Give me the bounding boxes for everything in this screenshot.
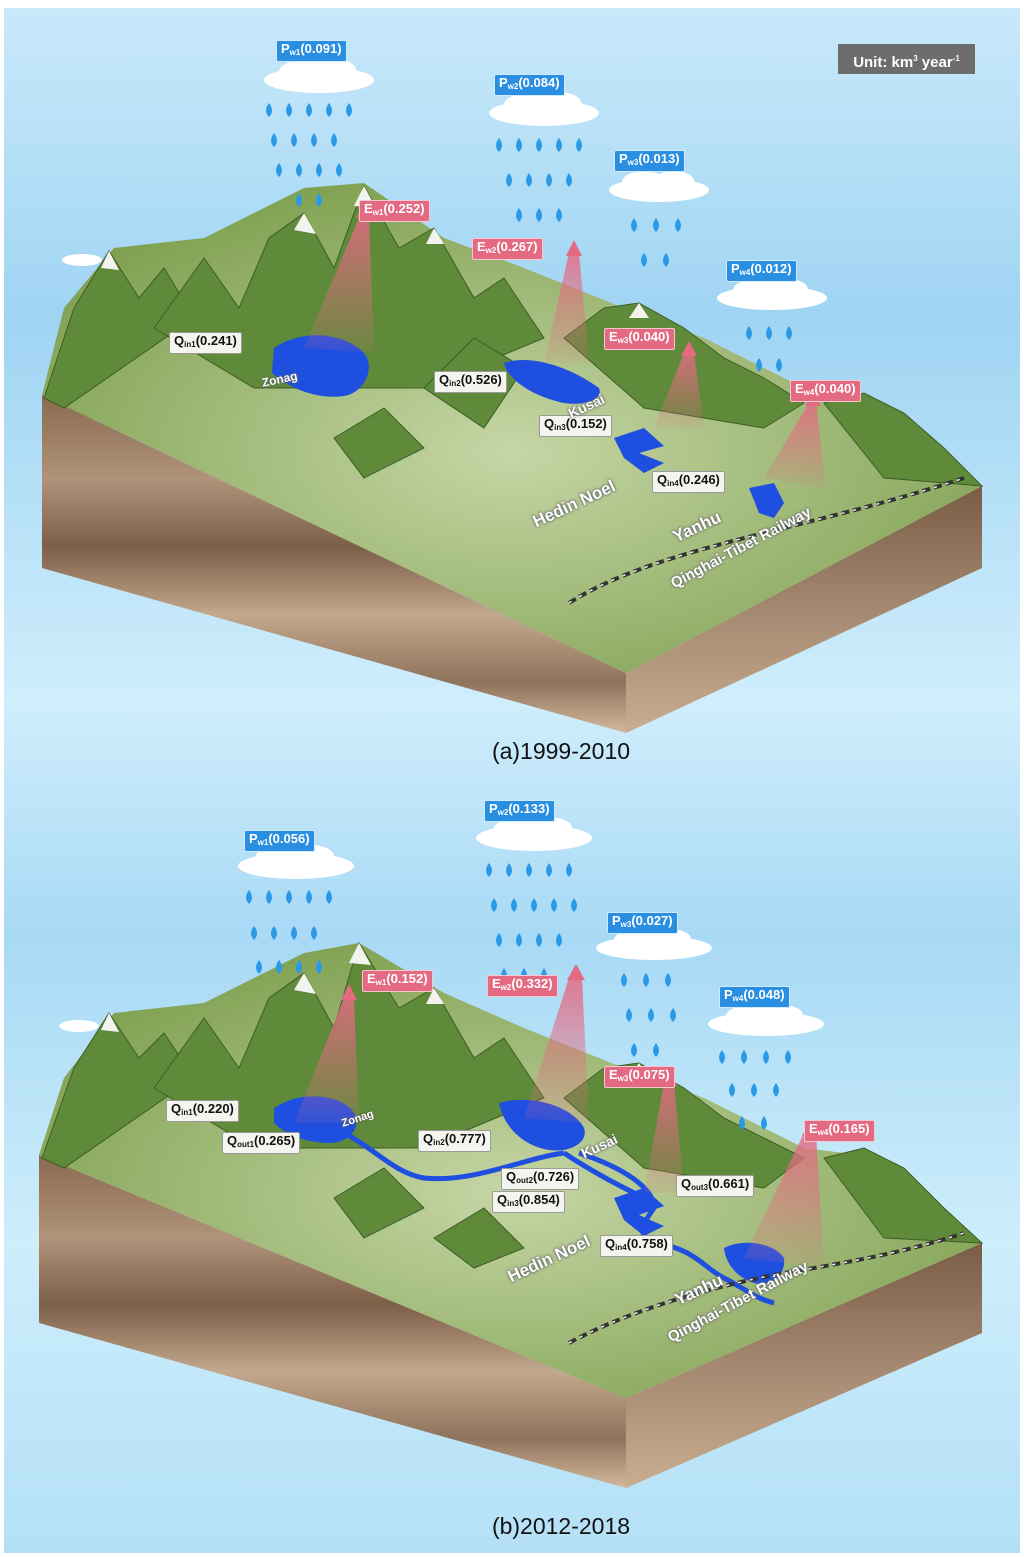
flow-label-in4: Qin4(0.758) — [600, 1235, 673, 1257]
precip-label-w4: Pw4(0.048) — [719, 986, 790, 1008]
precip-label-w3: Pw3(0.013) — [614, 150, 685, 172]
soil-front-face — [42, 395, 626, 733]
flow-label-in1: Qin1(0.241) — [169, 332, 242, 354]
soil-right-face — [626, 486, 982, 733]
evaporation-plumes — [294, 978, 824, 1268]
rain-drops — [246, 863, 791, 1130]
soil-right-face — [626, 1243, 982, 1488]
flow-label-in3: Qin3(0.152) — [539, 415, 612, 437]
precip-label-w4: Pw4(0.012) — [726, 260, 797, 282]
caption-b: (b)2012-2018 — [491, 1513, 631, 1539]
flow-label-out3: Qout3(0.661) — [676, 1175, 755, 1197]
flow-label-in2: Qin2(0.526) — [434, 371, 507, 393]
rain-drops — [266, 103, 792, 372]
evaporation-plumes — [304, 218, 826, 488]
flow-label-out1: Qout1(0.265) — [222, 1132, 301, 1154]
precip-label-w1: Pw1(0.056) — [244, 830, 315, 852]
clouds — [62, 59, 827, 310]
evap-label-w1: Ew1(0.252) — [359, 200, 430, 222]
unit-label: Unit: km3 year-1 — [838, 44, 975, 74]
lake-yanhu — [749, 483, 784, 518]
evap-label-w4: Ew4(0.165) — [804, 1120, 875, 1142]
flow-label-in3: Qin3(0.854) — [492, 1191, 565, 1213]
caption-a: (a)1999-2010 — [491, 738, 631, 764]
panel-a: Pw1(0.091) Pw2(0.084) Pw3(0.013) Pw4(0.0… — [4, 8, 1020, 778]
evap-label-w3: Ew3(0.075) — [604, 1066, 675, 1088]
evap-label-w2: Ew2(0.267) — [472, 238, 543, 260]
lake-kusai — [504, 360, 600, 404]
flow-label-out2: Qout2(0.726) — [501, 1168, 580, 1190]
flow-label-in2: Qin2(0.777) — [418, 1130, 491, 1152]
landscape-block-a — [42, 59, 984, 733]
lake-hedin-noel — [614, 428, 664, 473]
evap-label-w3: Ew3(0.040) — [604, 328, 675, 350]
figure: Unit: km3 year-1 — [4, 8, 1020, 1553]
lake-hedin-noel — [614, 1188, 664, 1236]
evap-label-w1: Ew1(0.152) — [362, 970, 433, 992]
evap-label-w4: Ew4(0.040) — [790, 380, 861, 402]
evap-label-w2: Ew2(0.332) — [487, 975, 558, 997]
flow-label-in1: Qin1(0.220) — [166, 1100, 239, 1122]
clouds — [59, 817, 824, 1036]
precip-label-w2: Pw2(0.133) — [484, 800, 555, 822]
soil-front-face — [39, 1155, 626, 1488]
landscape-block-b — [39, 817, 984, 1488]
flow-label-in4: Qin4(0.246) — [652, 471, 725, 493]
panel-b: Pw1(0.056) Pw2(0.133) Pw3(0.027) Pw4(0.0… — [4, 778, 1020, 1553]
precip-label-w1: Pw1(0.091) — [276, 40, 347, 62]
precip-label-w3: Pw3(0.027) — [607, 912, 678, 934]
precip-label-w2: Pw2(0.084) — [494, 74, 565, 96]
